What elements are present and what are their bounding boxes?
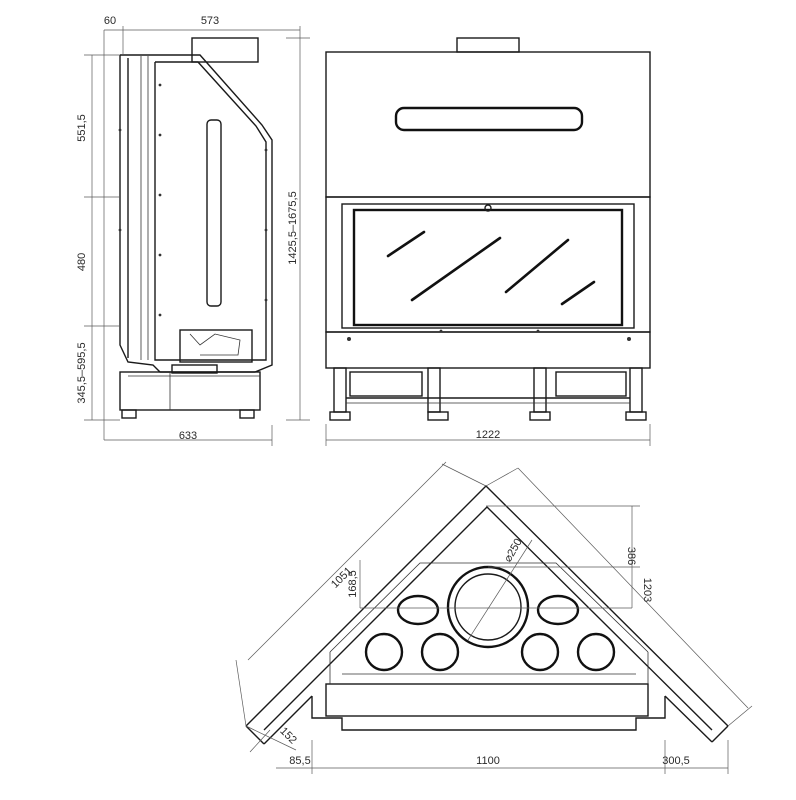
dim-plan-flue-diameter: ⌀250 xyxy=(502,537,525,565)
dim-side-top-depth: 573 xyxy=(201,15,219,27)
side-flue-collar xyxy=(191,37,259,63)
dim-side-lower-height: 345,5–595,5 xyxy=(76,342,88,403)
plan-inner-edge xyxy=(263,506,713,731)
side-view xyxy=(84,26,310,446)
plan-front-box xyxy=(325,683,649,717)
side-body-outline xyxy=(119,54,273,373)
front-leg-middle-right xyxy=(533,367,547,413)
plan-flue-inner xyxy=(454,573,522,641)
side-air-box xyxy=(179,329,253,363)
dim-plan-left-overhang: 85,5 xyxy=(289,755,310,767)
plan-flue-outer xyxy=(446,565,530,649)
front-glass-panel xyxy=(352,208,624,327)
dim-plan-base-width: 1100 xyxy=(476,755,500,767)
front-leg-middle-left xyxy=(427,367,441,413)
side-base-frame xyxy=(119,371,261,411)
side-handle-slot xyxy=(206,119,222,307)
front-drawer-right xyxy=(555,371,627,397)
plan-vent-3 xyxy=(520,632,560,672)
dim-plan-flue-offset: 168,5 xyxy=(347,570,359,598)
plan-vent-1 xyxy=(364,632,404,672)
plan-vent-4 xyxy=(576,632,616,672)
dim-side-total-depth: 633 xyxy=(179,430,197,442)
side-foot-front xyxy=(121,409,137,419)
dim-plan-flue-depth: 386 xyxy=(625,547,637,565)
side-inner-panel xyxy=(154,61,267,361)
plan-view xyxy=(235,461,753,774)
front-drawer-left xyxy=(349,371,423,397)
front-leg-right xyxy=(629,367,643,413)
front-leg-left xyxy=(333,367,347,413)
front-hood xyxy=(325,51,651,198)
front-plinth xyxy=(325,331,651,369)
plan-outer-edge xyxy=(245,485,729,727)
front-firebox-frame xyxy=(325,196,651,333)
dim-front-width: 1222 xyxy=(476,429,500,441)
side-foot-back xyxy=(239,409,255,419)
plan-front-rail xyxy=(311,696,666,731)
dim-side-top-offset: 60 xyxy=(104,15,116,27)
dim-side-upper-height: 551,5 xyxy=(76,114,88,142)
front-view xyxy=(325,37,651,446)
front-handle-slot xyxy=(394,106,584,132)
dim-overall-height: 1425,5–1675,5 xyxy=(287,191,299,264)
front-flue-collar xyxy=(456,37,520,53)
plan-vent-upper-right xyxy=(536,594,580,626)
dim-plan-right-side: 1203 xyxy=(641,578,653,602)
plan-vent-upper-left xyxy=(396,594,440,626)
front-door-frame xyxy=(341,203,635,329)
plan-vent-2 xyxy=(420,632,460,672)
dim-side-middle-height: 480 xyxy=(76,253,88,271)
dim-plan-right-overhang: 300,5 xyxy=(662,755,690,767)
